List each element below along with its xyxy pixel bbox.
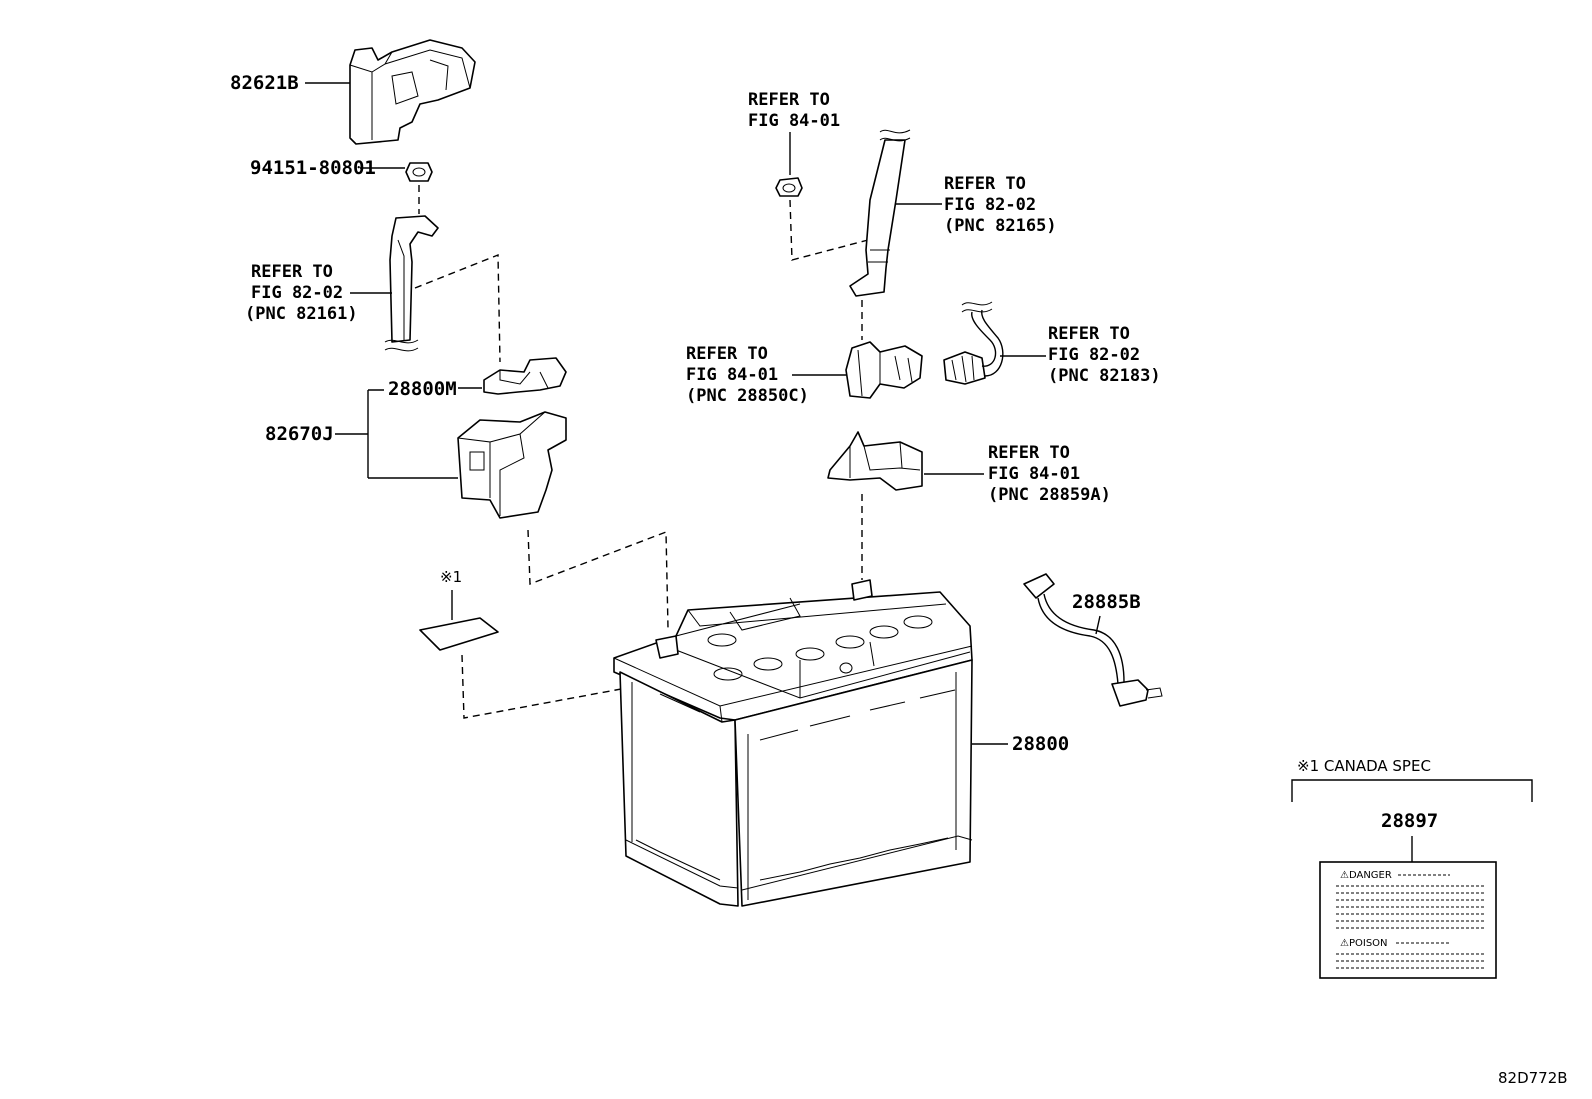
part-28859a-cover: [827, 431, 923, 491]
refer-82165-text: REFER TO FIG 82-02 (PNC 82165): [944, 174, 1057, 236]
cable-82183: [943, 301, 1004, 385]
label-sheet-28897-small: [419, 617, 499, 651]
leader-82670j-bracket: [335, 389, 458, 479]
canada-spec-bracket: [1291, 779, 1533, 802]
danger-heading: ⚠DANGER: [1340, 870, 1392, 881]
cable-82161: [384, 215, 439, 352]
figure-code: 82D772B: [1498, 1069, 1568, 1087]
part-28800m: [483, 357, 567, 395]
refer-8401-top-text: REFER TO FIG 84-01: [748, 90, 840, 131]
part-28897-caution-label: ⚠DANGER ⚠POISON: [1319, 861, 1497, 979]
refer-28859a-text: REFER TO FIG 84-01 (PNC 28859A): [988, 443, 1111, 505]
note-1-mark: ※1: [440, 568, 462, 586]
label-28885b: 28885B: [1072, 591, 1141, 613]
nut-center: [775, 177, 803, 197]
dash-82670j-to-battery: [527, 529, 669, 629]
dash-sheet-to-battery: [461, 654, 671, 719]
label-94151-80801: 94151-80801: [250, 157, 376, 179]
dash-82161-to-28800m: [414, 253, 501, 363]
part-28850c-terminal: [845, 341, 923, 399]
label-28800: 28800: [1012, 733, 1069, 755]
label-28897: 28897: [1381, 810, 1438, 832]
part-94151-80801-nut: [405, 162, 433, 182]
leader-28885b: [1095, 615, 1101, 635]
dash-nut-to-82165: [789, 199, 869, 261]
refer-28850c-text: REFER TO FIG 84-01 (PNC 28850C): [686, 344, 809, 406]
poison-heading: ⚠POISON: [1340, 938, 1388, 949]
part-28885b-hose: [1023, 573, 1163, 707]
label-82670j: 82670J: [265, 423, 334, 445]
label-82621b: 82621B: [230, 72, 299, 94]
part-82621b-cover: [349, 39, 476, 145]
refer-82183-text: REFER TO FIG 82-02 (PNC 82183): [1048, 324, 1161, 386]
canada-spec-title: ※1 CANADA SPEC: [1297, 757, 1431, 775]
part-82670j: [457, 411, 567, 519]
cable-82165: [849, 129, 911, 297]
refer-82161-text: REFER TO FIG 82-02 (PNC 82161): [245, 262, 358, 324]
label-28800m: 28800M: [388, 378, 457, 400]
part-28800-battery: [613, 579, 973, 907]
